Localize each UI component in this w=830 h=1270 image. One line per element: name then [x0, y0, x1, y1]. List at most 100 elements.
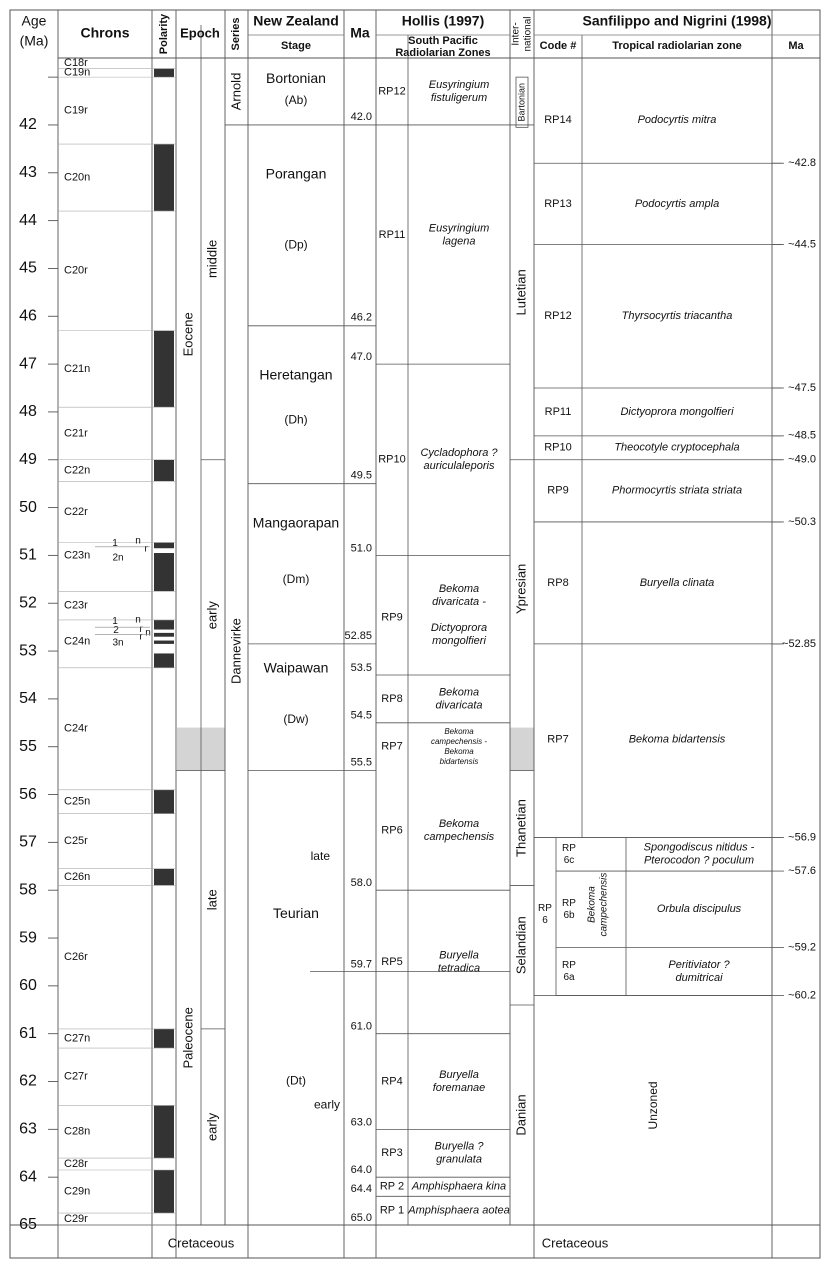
series-label-arnold: Arnold [228, 73, 243, 111]
sub-epoch-label: late [204, 889, 219, 910]
hollis-ma-label: 53.5 [351, 662, 372, 674]
nz-stage-code: (Dh) [284, 413, 307, 427]
unzoned-label: Unzoned [646, 1081, 660, 1129]
sanfilippo-zone-name: Dictyoprora mongolfieri [620, 406, 734, 418]
age-tick-label: 56 [19, 786, 37, 803]
hollis-zone-code: RP5 [381, 956, 402, 968]
normal-polarity-bar [154, 542, 174, 549]
hollis-ma-label: 64.0 [351, 1164, 372, 1176]
normal-polarity-bar [154, 553, 174, 592]
chron-label-c20r: C20r [64, 265, 88, 277]
chron-label-c24n: C24n [64, 635, 90, 647]
sanfilippo-ma-label: ~47.5 [788, 382, 816, 394]
hollis-ma-label: 59.7 [351, 958, 372, 970]
subchron-label: 2 [113, 625, 119, 636]
polarity-header: Polarity [158, 13, 170, 54]
age-tick-label: 60 [19, 977, 37, 994]
nz-stage-heretangan: Heretangan [259, 367, 332, 383]
sanfilippo-ma-label: ~48.5 [788, 430, 816, 442]
age-tick-label: 59 [19, 929, 37, 946]
hollis-ma-label: 64.4 [351, 1183, 372, 1195]
series-label-dannevirke: Dannevirke [228, 618, 243, 684]
sanfilippo-zone-code: RP10 [544, 442, 572, 454]
ma-header-2: Ma [788, 40, 804, 52]
international-stage-bartonian: Bartonian [516, 83, 526, 122]
subchron-label: n [135, 615, 141, 626]
nz-stage-porangan: Porangan [266, 166, 327, 182]
normal-polarity-bar [154, 1105, 174, 1159]
age-tick-label: 54 [19, 690, 37, 707]
hollis-zone-name: Buryella [439, 1069, 479, 1081]
chron-label-c29r: C29r [64, 1213, 88, 1225]
hollis-zone-name: Eusyringium [429, 79, 490, 91]
tropical-zone-header: Tropical radiolarian zone [612, 40, 742, 52]
sanfilippo-zone-name: Buryella clinata [640, 577, 715, 589]
age-tick-label: 53 [19, 642, 37, 659]
subchron-label: 2n [112, 552, 123, 563]
cretaceous-label-right: Cretaceous [542, 1235, 609, 1250]
hollis-ma-label: 65.0 [351, 1212, 372, 1224]
age-tick-label: 65 [19, 1216, 37, 1233]
hollis-zone-code: RP 1 [380, 1205, 404, 1217]
epoch-label-eocene: Eocene [180, 312, 195, 356]
sanfilippo-zone-name: Bekoma bidartensis [629, 733, 726, 745]
hollis-zone-code: RP8 [381, 693, 402, 705]
nz-stage-teurian: Teurian [273, 905, 319, 921]
rp6-subzone-code: 6a [563, 972, 575, 983]
hollis-zone-code: RP6 [381, 824, 402, 836]
age-tick-label: 55 [19, 738, 37, 755]
teurian-late-label: late [311, 849, 331, 863]
international-stage-danian: Danian [513, 1094, 528, 1135]
sanfilippo-ma-label: ~59.2 [788, 942, 816, 954]
subchron-label: 1 [112, 538, 118, 549]
hollis-zone-name: foremanae [433, 1082, 486, 1094]
sanfilippo-zone-code: RP14 [544, 114, 572, 126]
age-tick-label: 61 [19, 1025, 37, 1042]
chron-label-c28r: C28r [64, 1158, 88, 1170]
nz-stage-code: (Dm) [283, 572, 310, 586]
age-tick-label: 47 [19, 355, 37, 372]
hollis-zone-code: RP4 [381, 1075, 402, 1087]
age-tick-label: 42 [19, 116, 37, 133]
new-zealand-header: New Zealand [253, 13, 339, 29]
age-tick-label: 63 [19, 1121, 37, 1138]
normal-polarity-bar [154, 330, 174, 408]
sanfilippo-header: Sanfilippo and Nigrini (1998) [582, 13, 771, 29]
sanfilippo-zone-name: Podocyrtis ampla [635, 198, 719, 210]
sub-epoch-label: early [204, 1112, 219, 1141]
subchron-label: 1 [112, 616, 118, 627]
sanfilippo-zone-name: Phormocyrtis striata striata [612, 485, 742, 497]
nz-stage-code: (Dw) [283, 712, 308, 726]
international-stage-selandian: Selandian [513, 916, 528, 974]
stage-ma-label: 49.5 [351, 470, 372, 482]
hollis-zone-code: RP11 [379, 229, 406, 241]
hollis-zone-name: bidartensis [440, 757, 479, 766]
sub-epoch-label: early [204, 601, 219, 630]
chron-label-c21r: C21r [64, 427, 88, 439]
international-header-1: Inter- [511, 22, 522, 45]
rp6-subzone-name: Pterocodon ? poculum [644, 855, 754, 867]
stage-ma-label: 55.5 [351, 757, 372, 769]
hollis-ma-label: 58.0 [351, 877, 372, 889]
hollis-ma-label: 63.0 [351, 1116, 372, 1128]
stage-ma-label: 52.85 [344, 630, 372, 642]
normal-polarity-bar [154, 68, 174, 78]
international-stage-ypresian: Ypresian [513, 564, 528, 614]
rp6-subzone-code: RP [562, 960, 576, 971]
hollis-zone-code: RP3 [381, 1147, 402, 1159]
age-tick-label: 46 [19, 307, 37, 324]
chron-label-c25n: C25n [64, 796, 90, 808]
age-tick-label: 45 [19, 260, 37, 277]
age-tick-label: 50 [19, 499, 37, 516]
radiolarian-zones-header: Radiolarian Zones [395, 47, 490, 59]
age-tick-label: 51 [19, 547, 37, 564]
subchron-label: r [139, 631, 143, 642]
hollis-zone-name: Amphisphaera kina [411, 1181, 506, 1193]
age-tick-label: 49 [19, 451, 37, 468]
subchron-label: r [144, 543, 148, 554]
rp6-code: 6 [542, 915, 548, 926]
international-stage-thanetian: Thanetian [513, 799, 528, 857]
sanfilippo-zone-code: RP7 [547, 733, 568, 745]
rp6-subzone-code: 6c [564, 855, 575, 866]
age-tick-label: 58 [19, 881, 37, 898]
